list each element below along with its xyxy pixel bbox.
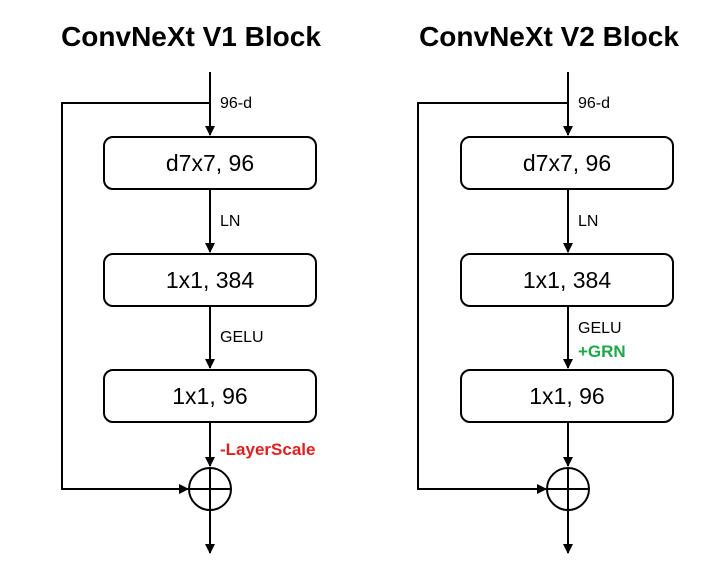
v1-title: ConvNeXt V1 Block — [61, 21, 321, 52]
v2-block: ConvNeXt V2 Block 96-d d7x7, 96 LN 1x1, … — [417, 21, 679, 554]
v1-layerscale-removed-label: -LayerScale — [220, 440, 315, 459]
v2-skip-connection — [417, 102, 568, 494]
v2-title: ConvNeXt V2 Block — [419, 21, 679, 52]
v1-pointwise-project-label: 1x1, 96 — [172, 383, 247, 409]
v1-pointwise-expand-label: 1x1, 384 — [166, 267, 254, 293]
v1-input-label: 96-d — [220, 95, 252, 112]
v2-depthwise-conv-label: d7x7, 96 — [523, 150, 611, 176]
v2-pointwise-project-label: 1x1, 96 — [529, 383, 604, 409]
v1-depthwise-conv-label: d7x7, 96 — [166, 150, 254, 176]
v1-ln-label: LN — [220, 213, 240, 230]
v2-gelu-label: GELU — [578, 320, 622, 337]
v2-grn-added-label: +GRN — [578, 342, 626, 361]
v1-skip-connection — [61, 102, 210, 494]
v1-block: ConvNeXt V1 Block 96-d d7x7, 96 LN 1x1, … — [61, 21, 321, 554]
v2-input-label: 96-d — [578, 95, 610, 112]
v2-pointwise-expand-label: 1x1, 384 — [523, 267, 611, 293]
v2-ln-label: LN — [578, 213, 598, 230]
v1-gelu-label: GELU — [220, 329, 264, 346]
